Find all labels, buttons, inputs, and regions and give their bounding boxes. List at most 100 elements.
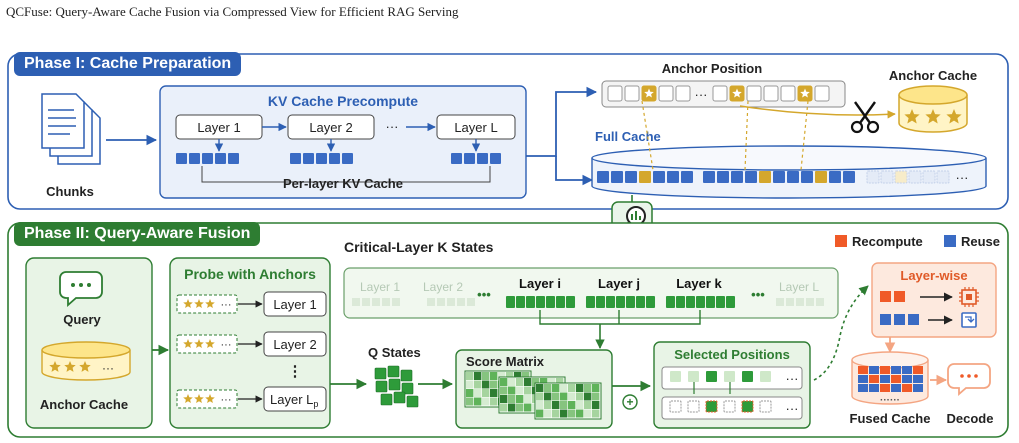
score-cell: [500, 378, 508, 386]
score-cell: [524, 403, 532, 412]
star-icon: [205, 299, 215, 308]
k-square: [726, 296, 735, 308]
score-cell: [548, 378, 556, 386]
score-cell: [516, 378, 524, 386]
score-cell: [466, 380, 474, 389]
strip-cell: [675, 85, 691, 102]
phase1-title: Phase I: Cache Preparation: [14, 52, 242, 76]
k-square: [626, 296, 635, 308]
anchor-cache-stars: [904, 109, 962, 124]
chunks-label: Chunks: [46, 184, 94, 199]
faded-cache-square: [922, 170, 936, 184]
score-cell: [508, 378, 516, 386]
score-cell: [576, 409, 584, 418]
fused-cache-grid: [858, 366, 923, 392]
fused-cell: [913, 366, 923, 374]
score-cell: [552, 392, 560, 401]
score-cell: [466, 372, 474, 380]
kv-square: [202, 153, 213, 164]
score-cell: [474, 397, 482, 406]
score-cell: [474, 389, 482, 397]
score-cell: [584, 401, 592, 409]
probe-layer-2: [263, 331, 327, 357]
kv-square: [303, 153, 314, 164]
score-cell: [482, 397, 490, 406]
k-square: [506, 296, 515, 308]
anchor-position-label: Anchor Position: [662, 61, 762, 76]
strip-cell: [780, 85, 796, 102]
kv-square: [228, 153, 239, 164]
score-cell: [552, 409, 560, 418]
q-block: [393, 391, 406, 404]
fused-cell: [858, 366, 868, 374]
score-cell: [524, 386, 532, 395]
kv-square: [215, 153, 226, 164]
fused-cell: [913, 375, 923, 383]
per-layer-kv-squares: [176, 153, 501, 164]
critical-layer-1: Layer 1: [360, 280, 400, 294]
fused-cell: [880, 366, 890, 374]
score-cell: [500, 395, 508, 403]
fused-cell: [902, 366, 912, 374]
chat-bubble-icon: [59, 271, 103, 307]
score-cell: [516, 386, 524, 395]
score-cell: [560, 409, 568, 418]
add-operator-icon: [622, 394, 638, 410]
decode-label: Decode: [947, 411, 994, 426]
score-matrix-grids: [464, 370, 602, 420]
score-cell: [568, 384, 576, 392]
score-cell: [544, 384, 552, 392]
layerwise-title: Layer-wise: [900, 268, 967, 283]
score-cell: [498, 372, 506, 380]
kv-square: [477, 153, 488, 164]
score-cell: [544, 409, 552, 418]
score-cell: [536, 409, 544, 418]
selected-cell: [669, 400, 682, 413]
q-block: [375, 380, 388, 393]
q-states-label: Q States: [368, 345, 421, 360]
kv-precompute-box: [159, 85, 527, 199]
anchor-cache-square: [759, 171, 771, 183]
probe-vdots: ⋮: [288, 363, 303, 380]
score-cell: [592, 409, 600, 418]
full-cache-label: Full Cache: [595, 129, 661, 144]
k-square: [526, 296, 535, 308]
strip-cell: [814, 85, 830, 102]
cache-square: [787, 171, 799, 183]
faded-cache-square: [936, 170, 950, 184]
score-cell: [516, 395, 524, 403]
faded-k-square: [816, 298, 824, 306]
svg-text:···: ···: [386, 119, 399, 134]
critical-layer-k: Layer k: [676, 276, 722, 291]
score-cell: [576, 401, 584, 409]
k-square: [686, 296, 695, 308]
star-icon: [79, 361, 91, 372]
critical-layer-i: Layer i: [519, 276, 561, 291]
score-cell: [508, 403, 516, 412]
selected-cell: [760, 371, 771, 382]
selected-cell: [688, 371, 699, 382]
phase2-title: Phase II: Query-Aware Fusion: [14, 222, 261, 246]
selected-cell: [670, 371, 681, 382]
critical-layer-2: Layer 2: [423, 280, 463, 294]
svg-text:•••: •••: [751, 287, 765, 302]
chunks-icon: [41, 93, 101, 165]
cache-square: [625, 171, 637, 183]
svg-text:Layer L: Layer L: [454, 120, 497, 135]
strip-cell: [712, 85, 728, 102]
star-icon: [194, 299, 204, 308]
per-layer-kv-label: Per-layer KV Cache: [283, 176, 403, 191]
cache-square: [653, 171, 665, 183]
cache-square: [801, 171, 813, 183]
fused-cell: [869, 384, 879, 392]
k-square: [696, 296, 705, 308]
kv-square: [451, 153, 462, 164]
svg-text:•••: •••: [477, 287, 491, 302]
star-icon: [904, 109, 920, 124]
query-anchor-cache-label: Anchor Cache: [40, 397, 128, 412]
k-square: [596, 296, 605, 308]
star-icon: [205, 394, 215, 403]
probe-anchor-box: [176, 294, 238, 314]
score-cell: [516, 403, 524, 412]
faded-cache-square: [866, 170, 880, 184]
